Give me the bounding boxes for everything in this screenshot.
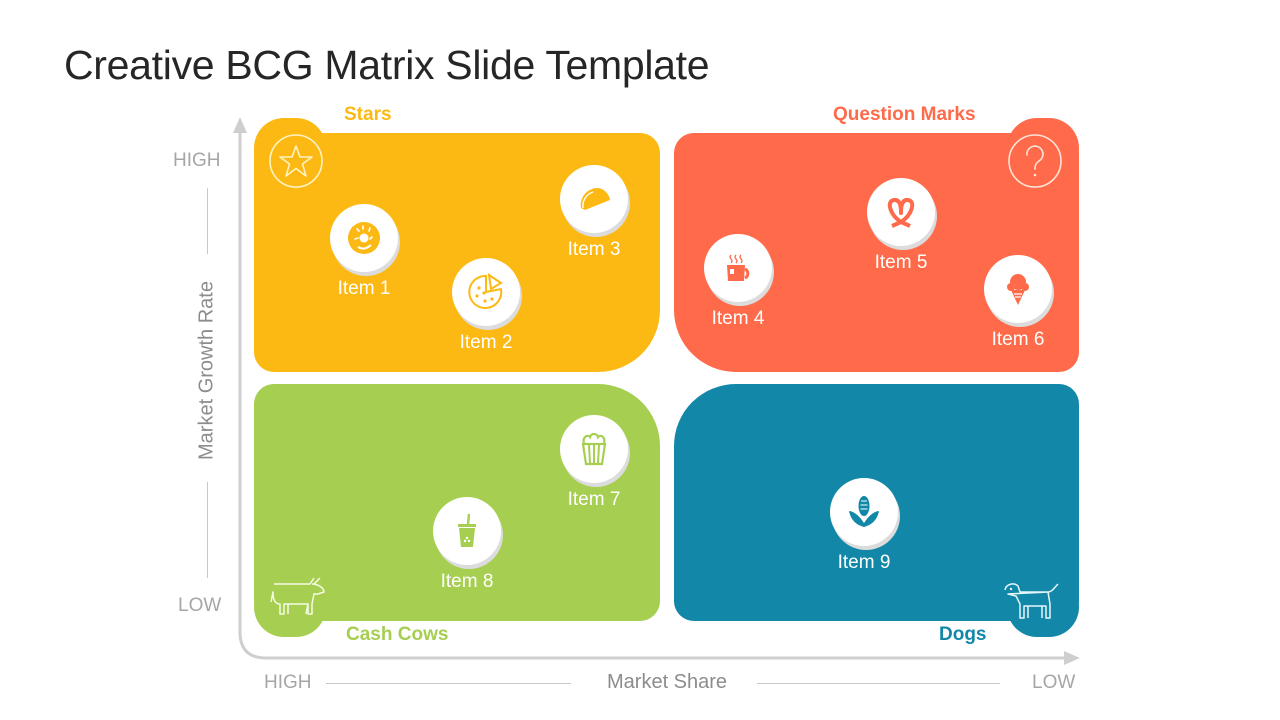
dogs-label: Dogs — [939, 624, 987, 645]
corn-icon — [830, 478, 898, 546]
x-axis-low-label: LOW — [1032, 672, 1076, 693]
taco-icon — [560, 165, 628, 233]
dog-icon — [1002, 582, 1062, 622]
item-3[interactable]: Item 3 — [544, 165, 644, 261]
x-axis-divider-right — [757, 683, 1000, 684]
item-7[interactable]: Item 7 — [544, 415, 644, 511]
pretzel-icon — [867, 178, 935, 246]
pizza-icon — [452, 258, 520, 326]
x-axis-high-label: HIGH — [264, 672, 312, 693]
popcorn-icon — [560, 415, 628, 483]
y-axis-title: Market Growth Rate — [195, 281, 218, 460]
y-axis-divider-top — [207, 188, 208, 254]
y-axis-low-label: LOW — [178, 595, 222, 616]
coffee-cup-icon — [704, 234, 772, 302]
item-8[interactable]: Item 8 — [417, 497, 517, 593]
donut-icon — [330, 204, 398, 272]
item-1[interactable]: Item 1 — [314, 204, 414, 300]
item-5[interactable]: Item 5 — [851, 178, 951, 274]
x-axis-divider-left — [326, 683, 571, 684]
item-9[interactable]: Item 9 — [814, 478, 914, 574]
question-marks-label: Question Marks — [833, 104, 976, 125]
x-axis-title: Market Share — [607, 671, 728, 693]
cow-icon — [268, 570, 328, 620]
cash-cows-label: Cash Cows — [346, 624, 449, 645]
slide-title: Creative BCG Matrix Slide Template — [64, 42, 710, 88]
question-icon — [1007, 133, 1063, 189]
y-axis-high-label: HIGH — [173, 150, 221, 171]
y-axis-divider-bottom — [207, 482, 208, 578]
star-icon — [268, 133, 324, 189]
item-4[interactable]: Item 4 — [688, 234, 788, 330]
item-2[interactable]: Item 2 — [436, 258, 536, 354]
stars-label: Stars — [344, 104, 392, 125]
ice-cream-icon — [984, 255, 1052, 323]
bubble-tea-icon — [433, 497, 501, 565]
axes-arrow — [233, 117, 1080, 665]
item-6[interactable]: Item 6 — [968, 255, 1068, 351]
